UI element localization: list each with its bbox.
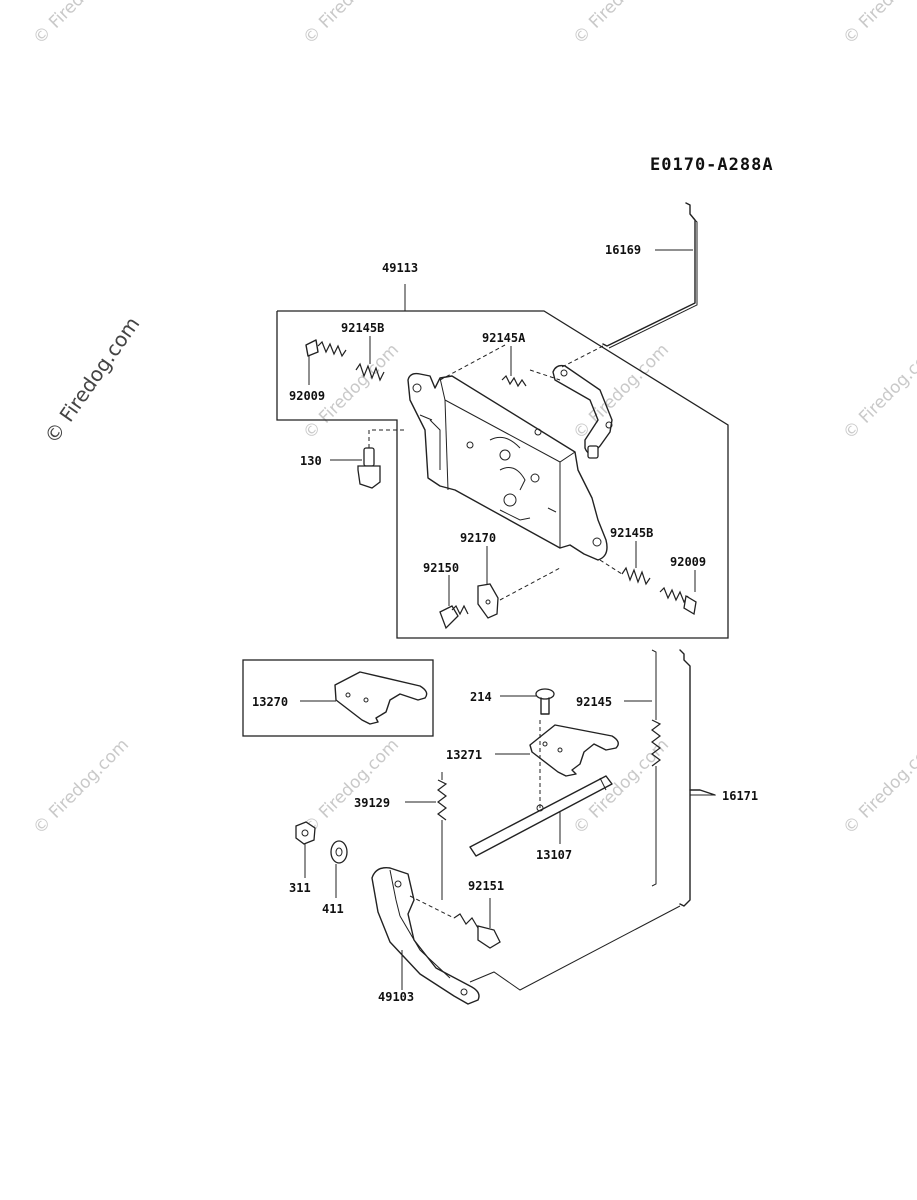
label-16171: 16171 (722, 789, 758, 803)
spring-39129 (405, 772, 448, 900)
screw-92009-top (305, 339, 347, 385)
label-13271: 13271 (446, 748, 482, 762)
label-92151: 92151 (468, 879, 504, 893)
screw-214 (500, 688, 555, 715)
plate-13270-box (242, 659, 434, 737)
spring-92145A (501, 346, 527, 388)
label-92170: 92170 (460, 531, 496, 545)
label-39129: 39129 (354, 796, 390, 810)
label-92145: 92145 (576, 695, 612, 709)
assembly-frame-49113 (276, 284, 729, 639)
label-13107: 13107 (536, 848, 572, 862)
label-411: 411 (322, 902, 344, 916)
washer-411 (330, 840, 348, 898)
spring-92145B-top (355, 336, 385, 382)
bolt-130 (330, 429, 405, 489)
label-92009-right: 92009 (670, 555, 706, 569)
label-13270: 13270 (252, 695, 288, 709)
watermark-text: © Firedog.com (839, 735, 917, 839)
watermark-text: © Firedog.com (569, 340, 673, 444)
shaft-13107 (469, 720, 613, 857)
watermark-text: © Firedog.com (299, 0, 403, 49)
label-92145B-right: 92145B (610, 526, 653, 540)
screw-92150 (439, 575, 469, 630)
label-214: 214 (470, 690, 492, 704)
label-49103: 49103 (378, 990, 414, 1004)
plate-13271 (495, 724, 619, 777)
watermark-text: © Firedog.com (839, 340, 917, 444)
bolt-92151 (409, 895, 501, 949)
label-92150: 92150 (423, 561, 459, 575)
spring-92145 (624, 649, 662, 887)
watermark-text: © Firedog.com (29, 0, 133, 49)
control-plate (407, 344, 608, 561)
watermark-text: © Firedog.com (839, 0, 917, 49)
label-92145A: 92145A (482, 331, 526, 345)
label-16169: 16169 (605, 243, 641, 257)
rod-16171 (469, 649, 716, 991)
watermark-text: © Firedog.com (569, 0, 673, 49)
label-92145B-top: 92145B (341, 321, 384, 335)
watermark-text-large: © Firedog.com (39, 312, 144, 448)
diagram-code: E0170-A288A (650, 155, 774, 175)
rod-16169 (559, 202, 698, 369)
label-49113: 49113 (382, 261, 418, 275)
label-311: 311 (289, 881, 311, 895)
nut-311 (295, 821, 316, 878)
upper-lever (552, 364, 613, 459)
watermark-text: © Firedog.com (299, 735, 403, 839)
lever-49103 (371, 867, 480, 1005)
label-130: 130 (300, 454, 322, 468)
screw-92009-right (659, 570, 697, 616)
label-92009-top: 92009 (289, 389, 325, 403)
clip-92170 (477, 546, 561, 619)
watermark-layer: © Firedog.com © Firedog.com © Firedog.co… (29, 0, 917, 839)
spring-92145B-right (599, 541, 651, 586)
watermark-text: © Firedog.com (29, 735, 133, 839)
part-labels: 16169 49113 92145B 92145A 92009 130 9217… (252, 243, 758, 1004)
